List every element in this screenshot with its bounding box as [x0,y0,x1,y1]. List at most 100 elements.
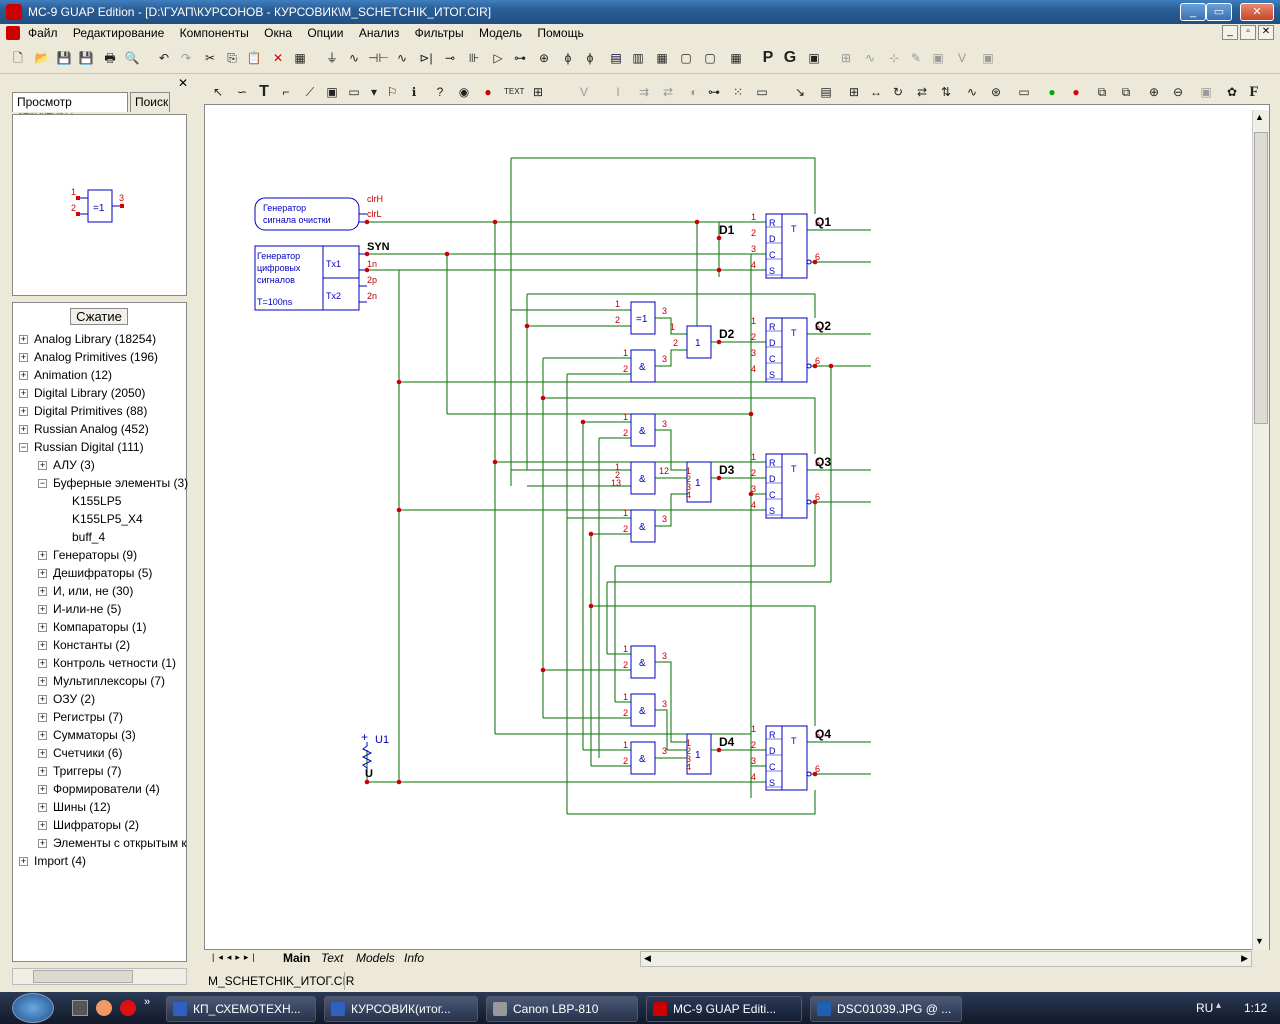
firefox-icon[interactable] [96,1000,112,1016]
tree-expand-icon[interactable]: + [38,730,47,740]
task-canon[interactable]: Canon LBP-810 [486,996,638,1022]
opamp-icon[interactable]: ▷ [493,51,503,65]
open-file-icon[interactable]: 📂 [34,51,50,65]
tab-structure-view[interactable]: Просмотр структуры [12,92,128,123]
pin-connect-icon[interactable]: ⊶ [708,85,720,99]
menu-options[interactable]: Опции [307,26,344,40]
run-icon[interactable]: ● [1048,85,1056,99]
voltage-icon[interactable]: V [579,85,588,99]
tree-expand-icon[interactable]: + [38,604,47,614]
tree-expand-icon[interactable]: + [38,640,47,650]
and-gate[interactable]: &123 [623,644,667,679]
graphics-tool-icon[interactable]: ▭ [348,85,360,99]
diag-wire-icon[interactable]: ⟋ [305,85,315,99]
schematic-drawing[interactable]: Генератор сигнала очистки clrH clrL Гене… [205,105,1253,949]
cut-icon[interactable]: ✂ [204,51,216,65]
tree-expand-icon[interactable]: + [38,838,47,848]
tab-main[interactable]: Main [283,951,311,965]
window-zoom-icon[interactable]: ▢ [704,51,716,65]
tree-item[interactable]: Контроль четности (1) [53,656,176,670]
undo-icon[interactable]: ↶ [158,51,170,65]
and-gate[interactable]: &123 [623,740,667,775]
start-button[interactable] [12,993,54,1023]
select-all-icon[interactable]: ▦ [294,51,306,65]
node-numbers-icon[interactable]: ⊞ [532,85,544,99]
zoom-in-icon[interactable]: ⊕ [1148,85,1160,99]
tree-expand-icon[interactable]: + [19,388,28,398]
ungroup-icon[interactable]: ⧉ [1121,85,1131,99]
tree-expand-icon[interactable]: + [38,820,47,830]
capacitor-icon[interactable]: ⊣⊢ [368,51,389,65]
grid-dots-icon[interactable]: ⁙ [732,85,744,99]
tree-expand-icon[interactable]: + [38,766,47,776]
maximize-button[interactable]: ▭ [1206,3,1232,21]
page-icon[interactable]: P [762,49,774,66]
tab-search[interactable]: Поиск [130,92,170,112]
scroll-thumb[interactable] [1254,132,1268,424]
font-icon[interactable]: F [1249,84,1259,100]
camera-icon[interactable]: ▣ [1200,85,1212,99]
frame-icon[interactable]: ▭ [756,85,768,99]
tab-navigation-icons[interactable]: |◂◂▸▸| [212,952,259,962]
tab-models[interactable]: Models [356,951,395,965]
tree-item[interactable]: И-или-не (5) [53,602,122,616]
current-source-icon[interactable]: ϕ [564,51,572,65]
ground-icon[interactable]: ⏚ [325,51,338,65]
canvas-vertical-scrollbar[interactable]: ▲ ▼ [1252,110,1269,950]
save-all-icon[interactable]: 💾 [78,51,94,65]
schematic-canvas[interactable]: Генератор сигнала очистки clrH clrL Гене… [204,104,1270,950]
tree-item[interactable]: K155LP5_X4 [72,512,143,526]
inductor-icon[interactable]: ∿ [396,51,408,65]
tree-item[interactable]: Генераторы (9) [53,548,138,562]
calculator-icon[interactable]: ▦ [730,51,742,65]
flag-icon[interactable]: ⚐ [386,85,398,99]
canvas-horizontal-scrollbar[interactable]: ◀ ▶ [640,951,1252,967]
tree-expand-icon[interactable]: + [19,334,28,344]
grid-icon[interactable]: G [783,49,797,66]
zoom-out-icon[interactable]: ⊖ [1172,85,1184,99]
tree-item[interactable]: Формирователи (4) [53,782,160,796]
tree-expand-icon[interactable]: + [38,784,47,794]
tree-expand-icon[interactable]: + [38,550,47,560]
new-file-icon[interactable]: 🗋 [13,51,23,65]
tree-expand-icon[interactable]: + [19,424,28,434]
scroll-down-icon[interactable]: ▼ [1255,936,1264,946]
scroll-left-icon[interactable]: ◀ [644,953,651,963]
tree-expand-icon[interactable]: − [19,442,28,452]
quicklaunch-more-icon[interactable]: » [144,996,151,1008]
help-tool-icon[interactable]: ? [436,85,444,99]
tree-item[interactable]: Digital Library (2050) [34,386,146,400]
tree-item[interactable]: Russian Digital (111) [34,440,144,454]
tree-expand-icon[interactable]: + [19,406,28,416]
tree-item[interactable]: Дешифраторы (5) [53,566,153,580]
tree-expand-icon[interactable]: + [19,352,28,362]
diode-icon[interactable]: ⊳| [419,51,433,65]
resistor-icon[interactable]: ∿ [348,51,360,65]
tree-item[interactable]: Analog Primitives (196) [34,350,159,364]
menu-filters[interactable]: Фильтры [414,26,464,40]
tree-horizontal-scrollbar[interactable] [12,968,187,985]
text-box-icon[interactable]: TEXT [504,87,525,96]
and-gate[interactable]: &123 [623,412,667,447]
or-gate[interactable]: 112 [670,322,712,359]
tree-item[interactable]: Регистры (7) [53,710,124,724]
palette-icon[interactable]: ✿ [1226,85,1238,99]
task-kp[interactable]: КП_СХЕМОТЕХН... [166,996,316,1022]
tree-expand-icon[interactable]: + [38,802,47,812]
group-icon[interactable]: ⧉ [1097,85,1107,99]
task-photoshop[interactable]: DSC01039.JPG @ ... [810,996,962,1022]
tree-item[interactable]: Буферные элементы (3) [53,476,189,490]
and-gate[interactable]: &123 [623,692,667,727]
mdi-close-button[interactable]: ✕ [1258,25,1274,40]
stop-icon[interactable]: ● [1072,85,1080,99]
tree-item[interactable]: Триггеры (7) [53,764,122,778]
menu-model[interactable]: Модель [478,26,523,40]
tree-expand-icon[interactable]: + [38,658,47,668]
tree-expand-icon[interactable]: + [38,712,47,722]
dropdown-icon[interactable]: ▾ [370,85,378,99]
print-preview-icon[interactable]: 🔍 [124,51,140,65]
